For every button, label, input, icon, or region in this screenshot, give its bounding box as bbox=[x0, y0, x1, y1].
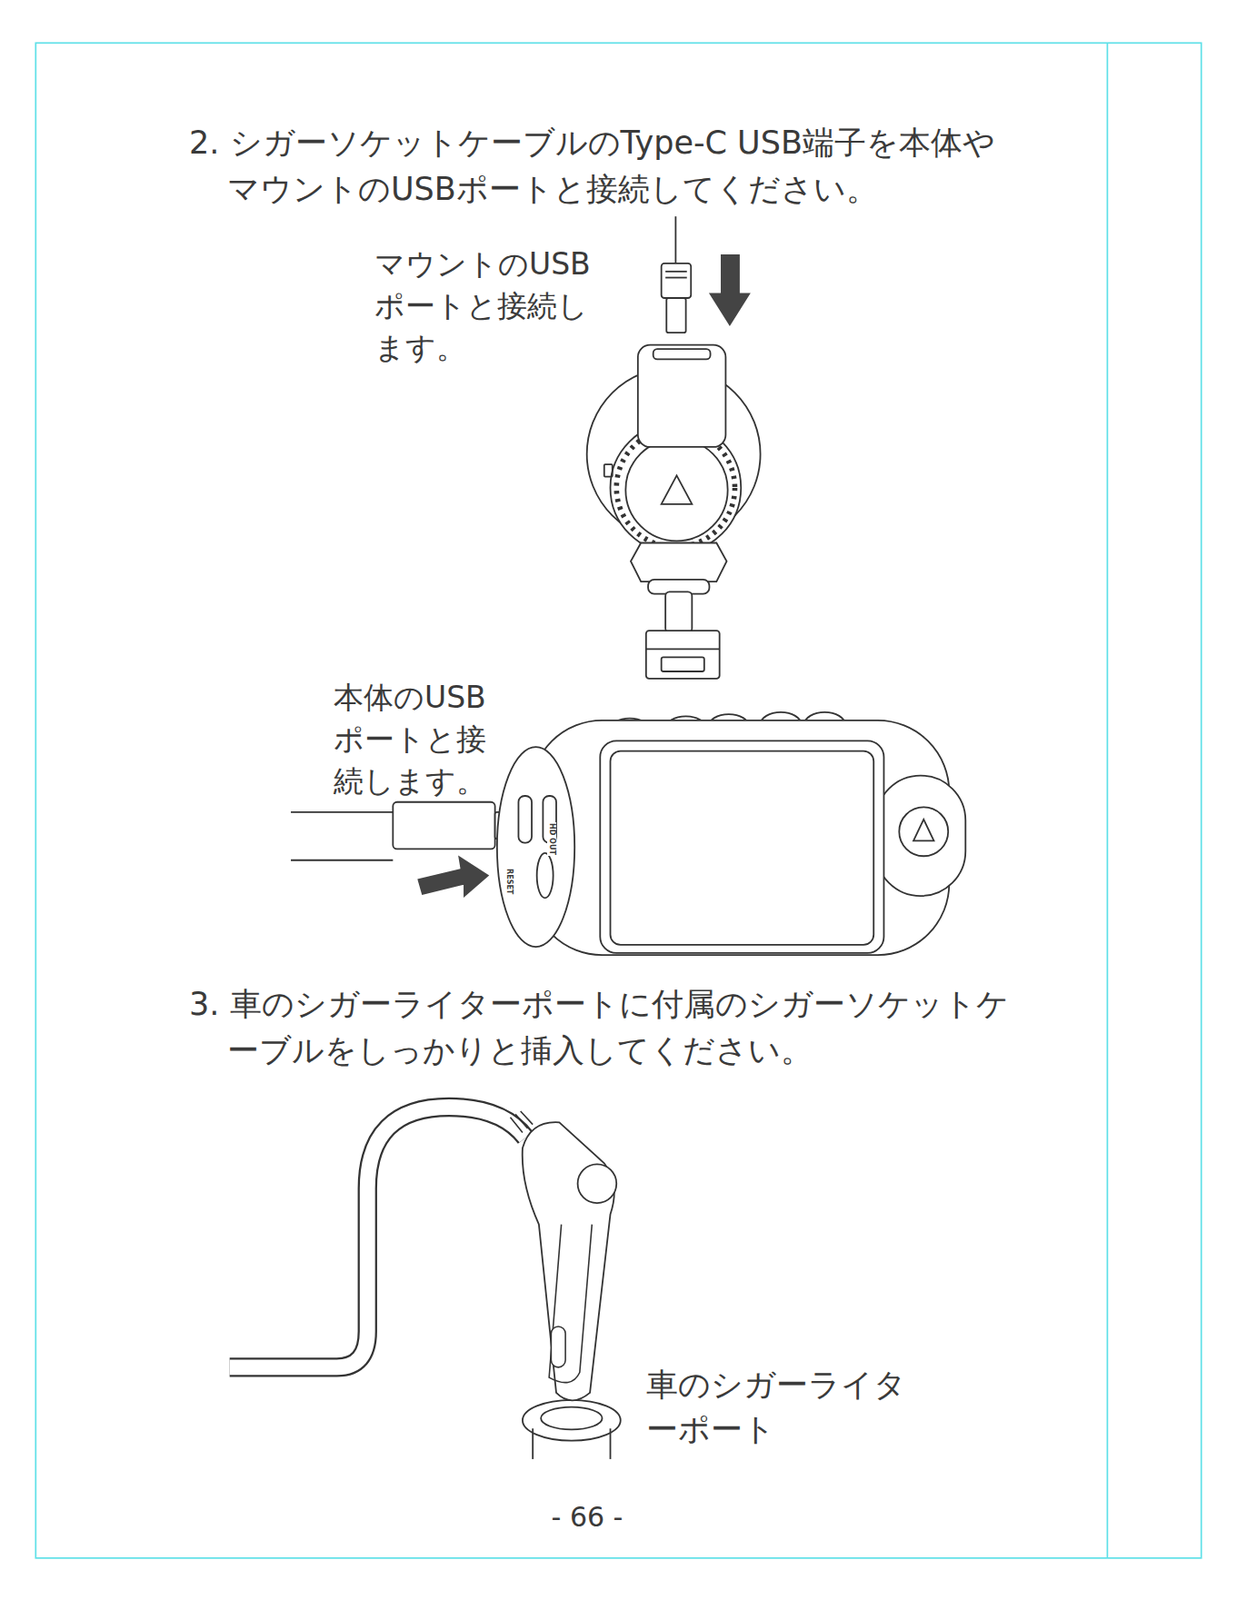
mount-icon bbox=[604, 464, 613, 477]
screen bbox=[599, 740, 884, 954]
plug-grip bbox=[548, 1225, 592, 1384]
plug-body bbox=[392, 802, 495, 850]
cable bbox=[674, 216, 677, 264]
mount-neck bbox=[665, 591, 692, 633]
mount-bracket bbox=[646, 630, 720, 679]
mount-drawing bbox=[587, 216, 761, 679]
cigar-drawing bbox=[229, 1107, 621, 1460]
warning-button bbox=[898, 807, 948, 857]
insert-arrow bbox=[710, 255, 750, 325]
socket-outer bbox=[522, 1400, 621, 1442]
page-frame bbox=[35, 42, 1201, 1559]
callout-text: マウントのUSB ポートと接続し ます。 bbox=[374, 243, 613, 370]
plug-body bbox=[661, 263, 692, 299]
usb-port bbox=[518, 796, 532, 844]
plug-tip bbox=[666, 298, 686, 333]
mount-clip bbox=[638, 345, 727, 448]
plug-ridge bbox=[665, 270, 688, 273]
bracket-line bbox=[646, 648, 720, 650]
plug-switch bbox=[550, 1326, 566, 1368]
warning-triangle bbox=[913, 819, 934, 842]
plug-led bbox=[578, 1164, 618, 1204]
cable-outline bbox=[229, 1107, 527, 1368]
cable-edge bbox=[290, 811, 393, 814]
insert-arrow bbox=[418, 857, 488, 897]
callout-text: 車のシガーライタ ーポート bbox=[646, 1363, 919, 1453]
port-label: HD OUT bbox=[547, 822, 557, 857]
callout-text: 本体のUSB ポートと接 続します。 bbox=[333, 677, 529, 804]
step-text: 3. 車のシガーライターポートに付属のシガーソケットケ ーブルをしっかりと挿入し… bbox=[189, 981, 1108, 1075]
mount-port bbox=[653, 349, 711, 360]
plug-ridge bbox=[665, 277, 688, 280]
screen-inner bbox=[610, 751, 875, 946]
cable-fill bbox=[229, 1107, 527, 1368]
socket-wall bbox=[531, 1428, 534, 1460]
card-slot bbox=[537, 853, 554, 898]
bracket-slot bbox=[661, 657, 705, 672]
socket-wall bbox=[609, 1428, 612, 1460]
cable-edge bbox=[290, 859, 393, 862]
side-cap bbox=[497, 747, 575, 948]
warning-triangle bbox=[661, 475, 693, 504]
port-label: RESET bbox=[504, 867, 514, 896]
socket-inner bbox=[540, 1407, 602, 1431]
camera-endcap bbox=[875, 776, 966, 898]
page-number: - 66 - bbox=[523, 1501, 651, 1535]
plug-ridges bbox=[509, 1111, 533, 1134]
mount-knob bbox=[625, 438, 728, 541]
step-text: 2. シガーソケットケーブルのType-C USB端子を本体や マウントのUSB… bbox=[189, 119, 1108, 213]
margin-line bbox=[1107, 42, 1109, 1559]
ball-nut bbox=[630, 543, 728, 583]
